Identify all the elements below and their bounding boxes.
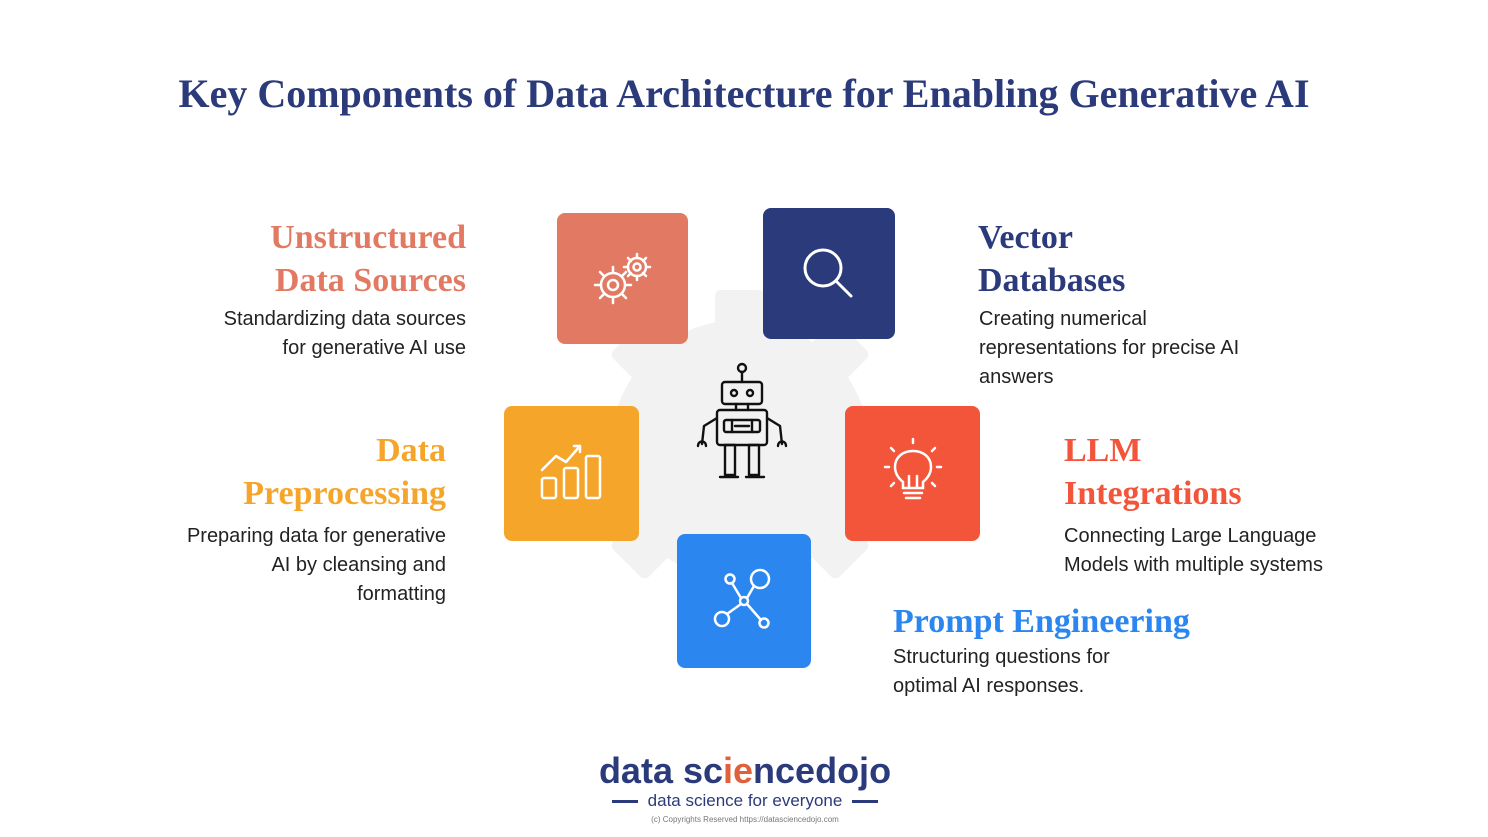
datasciencedojo-logo: data sciencedojo data science for everyo… [560,745,930,824]
preprocessing-title-line1: Data [376,432,446,469]
data-preprocessing-tile [504,406,639,541]
vector-desc-line2: representations for precise AI [979,337,1240,359]
prompt-title-line1: Prompt Engineering [893,603,1190,640]
unstructured-title: Unstructured Data Sources [146,216,466,302]
preprocessing-desc-line1: Preparing data for generative [186,525,446,547]
page-title: Key Components of Data Architecture for … [178,71,1310,116]
vector-databases-tile [763,208,895,339]
bar-chart-icon [540,444,601,499]
gears-icon [593,252,651,304]
preprocessing-title: Data Preprocessing [126,429,446,515]
robot-icon [696,362,788,479]
logo-part2: ie [723,750,754,791]
llm-title-line2: Integrations [1064,475,1242,512]
vector-desc-line1: Creating numerical [979,308,1147,330]
preprocessing-desc-line2: AI by cleansing and [271,554,446,576]
magnifier-icon [803,248,853,297]
prompt-desc-line1: Structuring questions for [893,646,1110,668]
unstructured-desc-line1: Standardizing data sources [223,308,466,330]
tagline-right-line [852,799,879,803]
prompt-desc-line2: optimal AI responses. [893,675,1085,697]
logo-tagline-row: data science for everyone [560,791,930,811]
llm-desc-line1: Connecting Large Language [1064,525,1317,547]
preprocessing-desc-line3: formatting [357,583,446,605]
lightbulb-icon [883,437,942,499]
vector-title: Vector Databases [978,216,1338,302]
vector-title-line2: Databases [978,262,1126,299]
logo-wordmark: data sciencedojo [560,745,930,797]
network-icon [713,568,771,629]
llm-description: Connecting Large Language Models with mu… [1064,522,1444,580]
logo-tagline: data science for everyone [647,791,843,810]
llm-title-line1: LLM [1064,432,1142,469]
vector-desc-line3: answers [979,366,1054,388]
llm-title: LLM Integrations [1064,429,1424,515]
logo-part3: ncedojo [753,750,892,791]
llm-desc-line2: Models with multiple systems [1064,554,1323,576]
llm-integrations-tile [845,406,980,541]
unstructured-desc-line2: for generative AI use [282,337,466,359]
unstructured-title-line2: Data Sources [274,262,466,299]
prompt-title: Prompt Engineering [893,600,1313,643]
preprocessing-description: Preparing data for generative AI by clea… [126,522,446,609]
vector-title-line1: Vector [978,219,1074,256]
prompt-engineering-tile [677,534,811,668]
tagline-left-line [611,799,638,803]
unstructured-title-line1: Unstructured [270,219,466,256]
vector-description: Creating numerical representations for p… [979,305,1339,392]
unstructured-data-tile [557,213,688,344]
copyright-text: (c) Copyrights Reserved https://datascie… [651,815,839,824]
preprocessing-title-line2: Preprocessing [243,475,446,512]
prompt-description: Structuring questions for optimal AI res… [893,643,1273,701]
logo-part1: data sc [598,750,724,791]
unstructured-description: Standardizing data sources for generativ… [146,305,466,363]
